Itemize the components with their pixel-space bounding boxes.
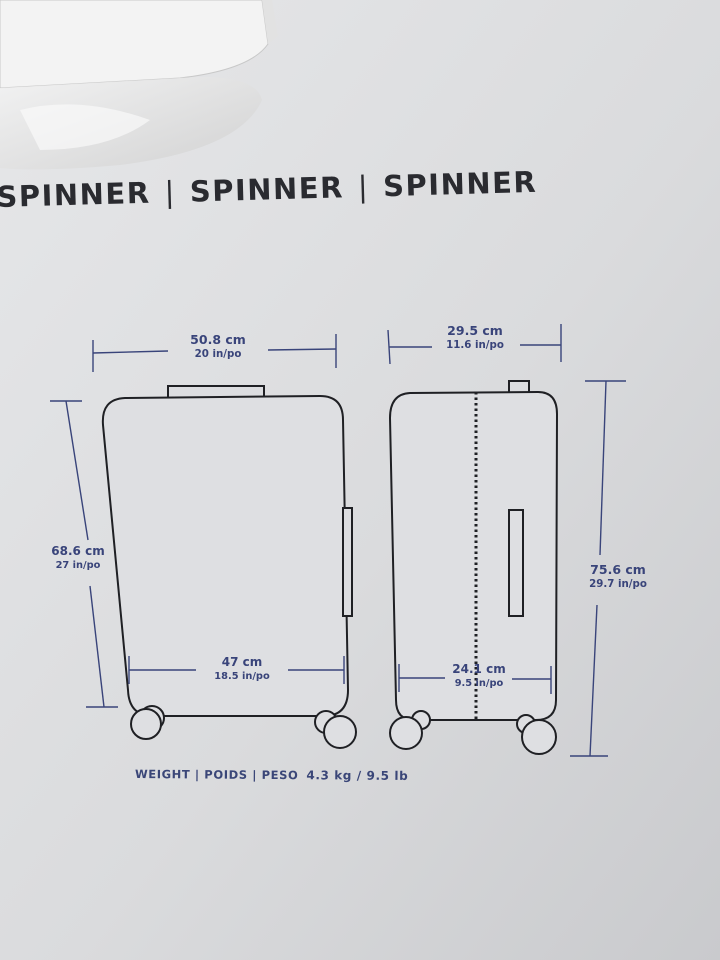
- side-suitcase: [388, 380, 559, 755]
- front-height-cm: 68.6 cm: [51, 544, 105, 558]
- side-height-in: 29.7 in/po: [589, 578, 647, 591]
- header-label-2: SPINNER: [189, 170, 345, 209]
- weight-label: WEIGHT | POIDS | PESO: [134, 767, 299, 783]
- side-depth-label: 29.5 cm 11.6 in/po: [430, 323, 520, 353]
- front-height-label: 68.6 cm 27 in/po: [38, 544, 118, 572]
- front-height-in: 27 in/po: [55, 559, 101, 571]
- side-wheel-left: [389, 716, 423, 750]
- dimension-lines: [50, 324, 626, 757]
- side-height-label: 75.6 cm 29.7 in/po: [570, 562, 666, 592]
- header-label-1: SPINNER: [0, 175, 152, 214]
- front-suitcase: [101, 385, 357, 749]
- header-separator-1: |: [164, 174, 177, 210]
- front-wheel-left: [130, 708, 162, 740]
- front-width-in: 20 in/po: [194, 348, 242, 361]
- front-width-label: 50.8 cm 20 in/po: [170, 332, 266, 362]
- plastic-wrap: [0, 0, 278, 170]
- front-wheel-right: [323, 715, 357, 749]
- header-label-3: SPINNER: [382, 164, 538, 204]
- side-wheel-right: [521, 719, 557, 755]
- header-separator-2: |: [357, 169, 370, 204]
- front-base-width-in: 18.5 in/po: [214, 670, 270, 682]
- side-depth-in: 11.6 in/po: [446, 339, 504, 352]
- weight-value: 4.3 kg / 9.5 lb: [306, 768, 409, 783]
- side-depth-cm: 29.5 cm: [447, 323, 503, 338]
- side-handle-slot: [508, 509, 524, 617]
- front-base-width-cm: 47 cm: [221, 655, 263, 669]
- side-base-depth-label: 24.1 cm 9.5 in/po: [436, 662, 522, 690]
- front-width-cm: 50.8 cm: [190, 332, 246, 347]
- weight-line: WEIGHT | POIDS | PESO 4.3 kg / 9.5 lb: [135, 767, 408, 783]
- front-base-width-label: 47 cm 18.5 in/po: [196, 655, 288, 683]
- side-base-depth-cm: 24.1 cm: [452, 662, 506, 676]
- front-side-handle: [342, 507, 353, 617]
- side-height-cm: 75.6 cm: [590, 562, 646, 577]
- side-base-depth-in: 9.5 in/po: [454, 677, 504, 689]
